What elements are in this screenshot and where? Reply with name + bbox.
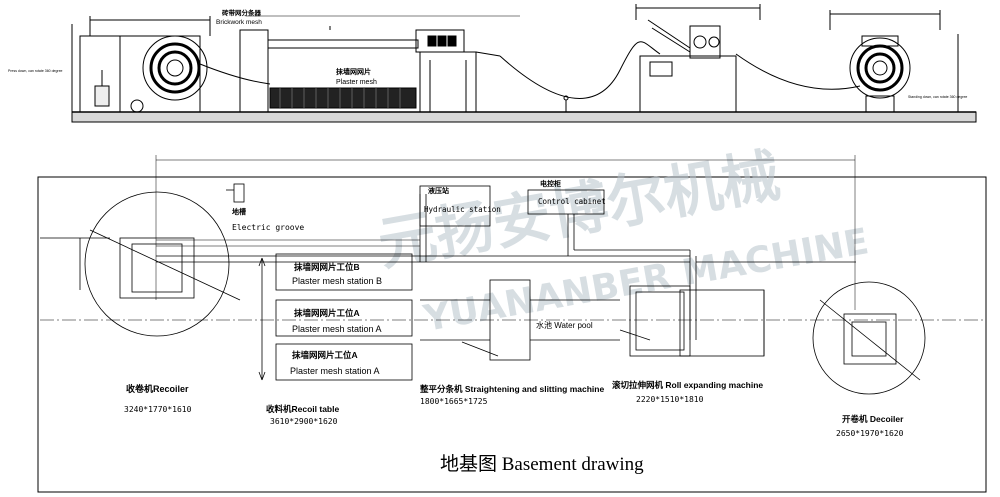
recoiler-dimensions: 3240*1770*1610 <box>124 405 192 414</box>
drawing-title: 地基图 Basement drawing <box>440 453 644 475</box>
control-cabinet-box <box>527 189 605 215</box>
station-b-en-label: Plaster mesh station B <box>292 276 382 286</box>
station-a1-en-label: Plaster mesh station A <box>292 324 382 334</box>
brickwork-mesh-cn-label: 砖带网分条器 <box>222 8 262 17</box>
decoil-rotate-note: Standing down, can rotate 360 degree <box>908 95 967 99</box>
plan-frame <box>37 176 987 493</box>
roll-expanding-plan <box>619 285 765 357</box>
plan-view <box>40 155 984 395</box>
decoiler-plan <box>812 281 926 395</box>
decoiler-elevation <box>735 10 959 113</box>
decoiler-name: 开卷机 Decoiler <box>842 414 904 424</box>
straightening-machine-name: 整平分条机 Straightening and slitting machine <box>420 384 604 394</box>
recoil-rotate-note: Press down, can rotate 360 degree <box>8 69 63 73</box>
electric-groove-label: Electric groove <box>232 223 304 232</box>
recoiler-name: 收卷机Recoiler <box>126 383 189 394</box>
hydraulic-station-box <box>419 185 491 227</box>
roll-expanding-dimensions: 2220*1510*1810 <box>636 395 704 404</box>
ground-groove-label: 地槽 <box>232 207 246 216</box>
hydraulic-station-cn-label: 液压站 <box>428 186 449 195</box>
straightening-machine-elevation <box>415 29 501 113</box>
control-cabinet-en-label: Control cabinet <box>538 197 606 206</box>
watermark: 元扬安博尔机械 YUANANBER MACHINE <box>373 141 872 340</box>
recoil-table-dimensions: 3610*2900*1620 <box>270 417 338 426</box>
station-a1-cn-label: 抹墙网网片工位A <box>294 308 360 318</box>
floor-slab <box>71 111 977 123</box>
straightening-plan <box>461 279 620 361</box>
hydraulic-station-en-label: Hydraulic station <box>424 205 501 214</box>
recoil-table-plan <box>258 253 490 381</box>
brickwork-mesh-en-label: Brickwork mesh <box>216 19 262 26</box>
control-cabinet-cn-label: 电控柜 <box>540 179 561 188</box>
station-a2-en-label: Plaster mesh station A <box>290 366 380 376</box>
brickwork-slitter-elevation <box>239 26 419 113</box>
ground-groove-mark <box>233 183 245 203</box>
decoiler-dimensions: 2650*1970*1620 <box>836 429 904 438</box>
recoiler-plan <box>40 191 241 337</box>
straightening-machine-dimensions: 1800*1665*1725 <box>420 397 488 406</box>
recoiler-elevation <box>79 16 211 113</box>
elevation-view <box>71 4 977 123</box>
station-a2-cn-label: 抹墙网网片工位A <box>292 350 358 360</box>
roll-expanding-elevation <box>635 4 761 113</box>
plaster-mesh-en-label: Plaster mesh <box>336 79 377 86</box>
plaster-mesh-cn-label: 抹墙网网片 <box>336 67 371 76</box>
roll-expanding-name: 滚切拉伸网机 Roll expanding machine <box>612 380 763 390</box>
recoil-table-name: 收料机Recoil table <box>266 404 339 414</box>
plaster-mesh-band <box>269 87 417 109</box>
water-pool-label: 水池 Water pool <box>536 320 593 330</box>
station-b-cn-label: 抹墙网网片工位B <box>294 262 360 272</box>
